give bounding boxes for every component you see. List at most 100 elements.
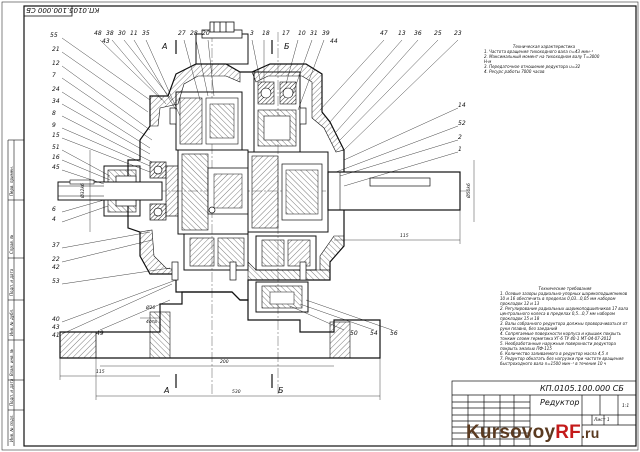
callout-label: 22 (52, 256, 60, 263)
section-mark-a-top: А (162, 42, 168, 51)
top-stamp-box (23, 5, 73, 17)
callout-label: 42 (52, 264, 60, 271)
callout-label: 37 (52, 242, 60, 249)
logo-brand: Kursovoy (466, 422, 556, 443)
dimension-label: 115 (400, 234, 409, 239)
reducer-assembly (57, 21, 475, 400)
callout-label: 20 (202, 30, 210, 37)
tech-characteristics-item: 4. Ресурс работы 7000 часов (484, 69, 545, 74)
title-designation: КП.0105.100.000 СБ (540, 384, 624, 393)
callout-label: 30 (118, 30, 126, 37)
callout-label: 8 (52, 110, 56, 117)
callout-label: 16 (52, 154, 60, 161)
callout-label: 43 (102, 38, 110, 45)
callout-label: 39 (322, 30, 330, 37)
side-stamp: Взам. инв. № (9, 348, 14, 376)
callout-label: 13 (398, 30, 406, 37)
tech-characteristics-item: 3. Передаточное отношение редуктора u=32 (484, 64, 581, 69)
callout-label: 12 (52, 60, 60, 67)
callout-label: 1 (458, 146, 462, 153)
callout-label: 2 (458, 134, 462, 141)
callout-label: 14 (458, 102, 466, 109)
callout-label: 47 (380, 30, 388, 37)
callout-label: 23 (454, 30, 462, 37)
side-stamp: Подп. и дата (9, 268, 14, 296)
kursovoy-logo: KursovoyRF.ru (462, 420, 638, 448)
callout-label: 43 (52, 324, 60, 331)
callout-label: 9 (52, 122, 56, 129)
logo-tld: .ru (580, 425, 600, 441)
section-mark-b-top: Б (284, 42, 290, 51)
callout-label: 48 (94, 30, 102, 37)
callout-label: 18 (262, 30, 270, 37)
callout-label: 31 (310, 30, 318, 37)
tech-requirements-item: 7. Редуктор обкатать без нагрузки при ча… (500, 356, 624, 366)
tech-requirements-item: 3. Валы собранного редуктора должны пров… (500, 321, 628, 331)
callout-label: 11 (130, 30, 138, 37)
tech-requirements-heading: Технические требования (538, 286, 592, 291)
tech-requirements: Технические требования 1. Осевые зазоры … (500, 286, 630, 366)
dimension-label: Ø32k6 (80, 183, 86, 198)
callout-label: 21 (52, 46, 60, 53)
tech-characteristics: Техническая характеристика 1. Частота вр… (484, 44, 604, 74)
section-mark-a-bottom: А (164, 386, 170, 395)
dimension-label: Ø26 (146, 306, 156, 311)
callout-label: 6 (52, 206, 56, 213)
callout-label: 40 (52, 316, 60, 323)
callout-label: 17 (282, 30, 290, 37)
side-stamp: Перв. примен. (9, 165, 14, 196)
inner-border (23, 5, 637, 447)
title-sheet: Лист 1 (594, 418, 610, 423)
callout-label: 36 (414, 30, 422, 37)
callout-label: 3 (250, 30, 254, 37)
callout-label: 54 (370, 330, 378, 337)
callout-label: 45 (52, 164, 60, 171)
tech-requirements-item: 5. Необработанные наружные поверхности р… (500, 341, 616, 351)
callout-label: 53 (52, 278, 60, 285)
dimension-label: 4отв (146, 320, 157, 325)
title-scale: 1:1 (622, 404, 630, 409)
callout-label: 10 (298, 30, 306, 37)
side-stamp: Подп. и дата (9, 378, 14, 406)
title-block (451, 380, 637, 447)
tech-characteristics-item: 2. Максимальный момент на тихоходном вал… (484, 54, 600, 64)
callout-label: 44 (330, 38, 338, 45)
base-foot (59, 291, 381, 359)
tech-requirements-item: 1. Осевые зазоры радиально-упорных шарик… (500, 291, 628, 306)
callout-label: 15 (52, 132, 60, 139)
dimension-label: Ø50k6 (466, 183, 472, 198)
side-stamp: Инв. № дубл. (9, 308, 14, 336)
callout-label: 55 (50, 32, 58, 39)
side-stamp: Справ. № (9, 234, 14, 254)
callout-label: 24 (52, 86, 60, 93)
callout-label: 4 (52, 216, 56, 223)
callout-label: 28 (190, 30, 198, 37)
callout-label: 56 (390, 330, 398, 337)
title-name: Редуктор (540, 398, 580, 407)
tech-requirements-item: 6. Количество заливаемого в редуктор мас… (500, 351, 609, 356)
callout-label: 52 (458, 120, 466, 127)
callout-label: 34 (52, 98, 60, 105)
section-mark-b-bottom: Б (278, 386, 284, 395)
callout-label: 35 (142, 30, 150, 37)
tech-characteristics-heading: Техническая характеристика (512, 44, 576, 49)
tech-characteristics-item: 1. Частота вращения тихоходного вала n=4… (484, 49, 594, 54)
top-designation: КП.0105.100.000 СБ (26, 6, 100, 14)
tech-requirements-item: 2. Регулирование радиальных шарикоподшип… (500, 306, 629, 321)
side-stamp: Инв. № подл. (9, 414, 14, 442)
callout-label: 51 (52, 144, 60, 151)
tech-requirements-item: 4. Сопрягаемые поверхности корпуса и кры… (500, 331, 622, 341)
dimension-label: 115 (96, 370, 105, 375)
logo-text: KursovoyRF.ru (466, 422, 599, 444)
dimension-label: 530 (232, 390, 241, 395)
callout-label: 7 (52, 72, 56, 79)
callout-label: 50 (350, 330, 358, 337)
dimension-label: 200 (220, 360, 229, 365)
callout-label: 25 (434, 30, 442, 37)
logo-accent: RF (555, 422, 581, 443)
callout-label: 49 (96, 330, 104, 337)
callout-label: 41 (52, 332, 60, 339)
